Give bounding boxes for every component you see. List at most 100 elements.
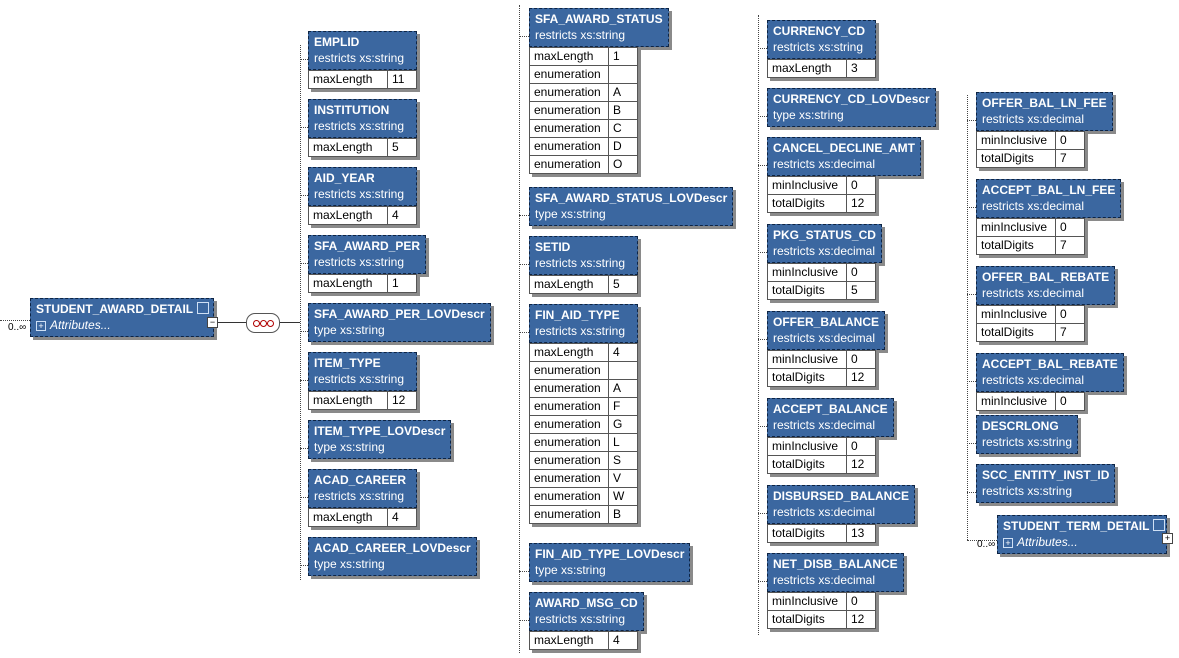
facet-value: 4 (608, 343, 638, 362)
element-name: AWARD_MSG_CD (535, 596, 638, 610)
facet-value: V (608, 469, 638, 488)
attributes-expand-icon[interactable]: + (36, 321, 46, 331)
facet-value: 0 (846, 592, 876, 611)
facet-value: 12 (846, 455, 876, 474)
element-name: EMPLID (314, 35, 360, 49)
facet-value: 11 (387, 70, 417, 89)
root-attributes-label: Attributes... (50, 318, 111, 332)
facet-name: minInclusive (976, 218, 1056, 237)
element-student-term-detail[interactable]: STUDENT_TERM_DETAIL +Attributes... (997, 515, 1167, 554)
element-type: restricts xs:string (314, 187, 405, 201)
facet-name: minInclusive (767, 437, 847, 456)
facet-value: A (608, 379, 638, 398)
element-name: ACAD_CAREER (314, 473, 407, 487)
facet-name: enumeration (529, 505, 609, 524)
element-type: restricts xs:decimal (982, 286, 1085, 300)
root-element-student-award-detail[interactable]: STUDENT_AWARD_DETAIL +Attributes... (30, 298, 214, 337)
facet-value: C (608, 119, 638, 138)
facet-name: enumeration (529, 433, 609, 452)
facet-name: enumeration (529, 155, 609, 174)
sequence-compositor-icon[interactable] (246, 313, 280, 333)
element-type: restricts xs:string (314, 51, 405, 65)
element-type: restricts xs:string (314, 119, 405, 133)
facet-name: minInclusive (767, 263, 847, 282)
expand-icon[interactable]: + (1162, 533, 1173, 544)
facet-name: enumeration (529, 379, 609, 398)
facet-name: totalDigits (767, 524, 847, 543)
collapse-icon[interactable]: − (207, 317, 218, 328)
element-name: OFFER_BALANCE (773, 315, 880, 329)
facet-value: 0 (1055, 131, 1085, 150)
element-name: SCC_ENTITY_INST_ID (982, 468, 1110, 482)
facet-name: maxLength (308, 206, 388, 225)
facet-value: 13 (846, 524, 876, 543)
facet-value: 0 (846, 263, 876, 282)
element-type: restricts xs:string (314, 255, 405, 269)
facet-name: maxLength (308, 274, 388, 293)
element-name: ITEM_TYPE (314, 356, 381, 370)
facet-name: maxLength (767, 59, 847, 78)
element-name: CANCEL_DECLINE_AMT (773, 141, 916, 155)
element-name: SFA_AWARD_STATUS_LOVDescr (535, 191, 728, 205)
element-type: type xs:string (773, 108, 844, 122)
facet-value: 0 (846, 350, 876, 369)
facet-name: enumeration (529, 397, 609, 416)
facet-value: 7 (1055, 149, 1085, 168)
element-type: restricts xs:string (314, 372, 405, 386)
facet-name: minInclusive (976, 131, 1056, 150)
facet-name: maxLength (308, 138, 388, 157)
facet-name: enumeration (529, 451, 609, 470)
facet-name: maxLength (529, 343, 609, 362)
element-type: restricts xs:decimal (773, 244, 876, 258)
attributes-expand-icon[interactable]: + (1003, 538, 1013, 548)
facet-value: B (608, 505, 638, 524)
facet-value (608, 361, 638, 380)
facet-row: enumeration (529, 65, 638, 84)
